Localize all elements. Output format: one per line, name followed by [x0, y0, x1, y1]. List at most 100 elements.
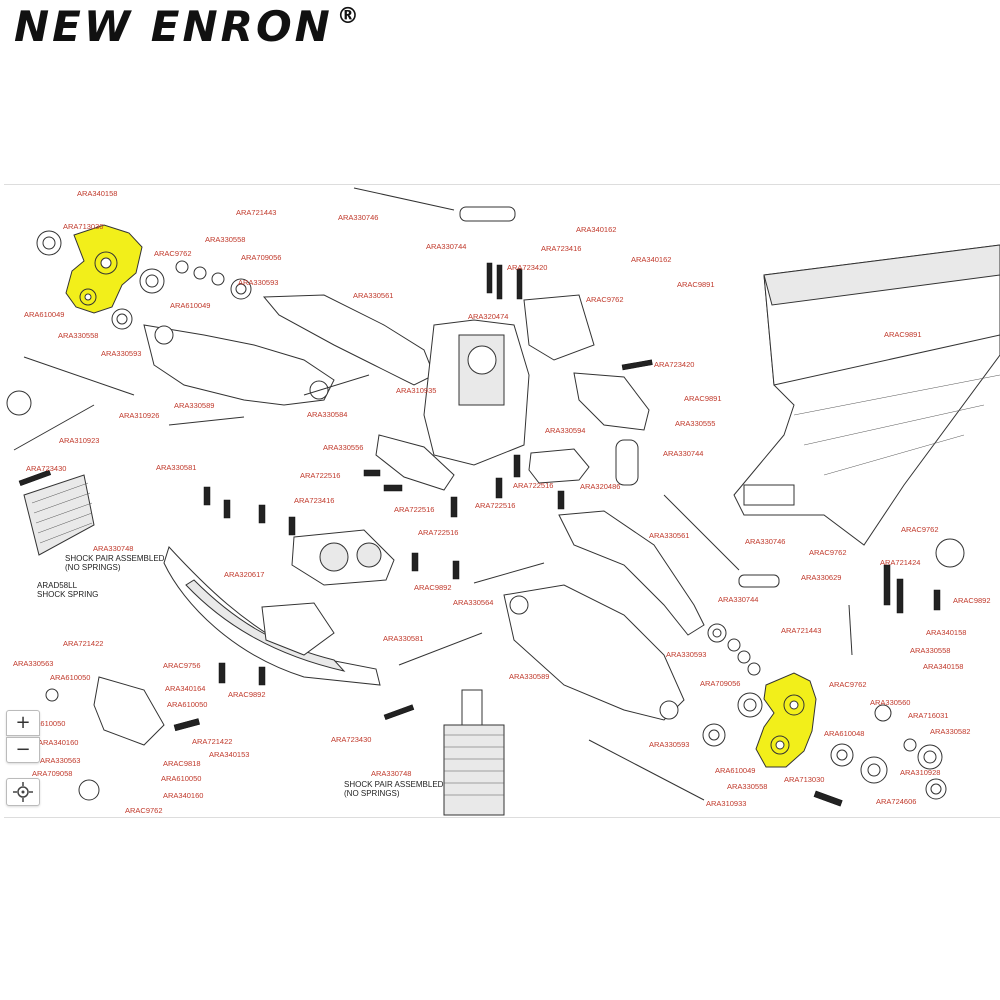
front-brace — [261, 602, 335, 656]
part-callout-label: ARA722516 — [300, 471, 340, 480]
part-callout-label: ARA340162 — [631, 255, 671, 264]
bearings-and-washers — [6, 230, 965, 801]
part-callout-label: ARAC9892 — [414, 583, 452, 592]
part-callout-label: ARAC9892 — [953, 596, 991, 605]
part-callout-label: ARA610049 — [715, 766, 755, 775]
suspension-arm-upper-left — [262, 294, 435, 386]
part-callout-label: ARA722516 — [418, 528, 458, 537]
hinge-pin-brace — [375, 434, 455, 491]
part-callout-label: ARA330589 — [509, 672, 549, 681]
assembly-note-line: SHOCK SPRING — [37, 590, 98, 599]
part-callout-label: ARA310928 — [900, 768, 940, 777]
brand-name: NEW ENRON — [14, 2, 333, 51]
hub-carrier-right-highlighted — [755, 672, 817, 768]
assembly-note-line: SHOCK PAIR ASSEMBLED — [344, 780, 444, 789]
part-callout-label: ARA330593 — [666, 650, 706, 659]
part-callout-label: ARA330558 — [58, 331, 98, 340]
part-callout-label: ARA330593 — [101, 349, 141, 358]
part-callout-label: ARA723416 — [541, 244, 581, 253]
part-callout-label: ARA610050 — [25, 719, 65, 728]
part-callout-label: ARAC9762 — [901, 525, 939, 534]
part-callout-label: ARA723420 — [654, 360, 694, 369]
part-callout-label: ARA722516 — [475, 501, 515, 510]
suspension-arm-lower-right — [503, 584, 685, 721]
steering-knuckle-left — [93, 676, 165, 746]
assembly-note-line: (NO SPRINGS) — [65, 563, 121, 572]
recenter-button[interactable] — [6, 778, 40, 806]
part-callout-label: ARA716031 — [908, 711, 948, 720]
suspension-arm-lower-left — [143, 324, 335, 406]
part-callout-label: ARA330746 — [338, 213, 378, 222]
part-callout-label: ARAC9762 — [154, 249, 192, 258]
part-callout-label: ARA330558 — [205, 235, 245, 244]
part-callout-label: ARA320474 — [468, 312, 508, 321]
part-callout-label: ARA330748 — [93, 544, 133, 553]
part-callout-label: ARA330744 — [426, 242, 466, 251]
shock-absorber-left — [23, 474, 95, 556]
part-callout-label: ARA310926 — [119, 411, 159, 420]
zoom-out-button[interactable]: − — [6, 737, 40, 763]
part-callout-label: ARA330744 — [663, 449, 703, 458]
part-callout-label: ARA330594 — [545, 426, 585, 435]
part-callout-label: ARA310923 — [59, 436, 99, 445]
part-callout-label: ARA330560 — [870, 698, 910, 707]
part-callout-label: ARAC9762 — [586, 295, 624, 304]
part-callout-label: ARA330581 — [156, 463, 196, 472]
part-callout-label: ARA723430 — [331, 735, 371, 744]
part-callout-label: ARA330555 — [675, 419, 715, 428]
part-callout-label: ARAC9762 — [809, 548, 847, 557]
part-callout-label: ARA724606 — [876, 797, 916, 806]
part-callout-label: ARA330564 — [453, 598, 493, 607]
part-callout-label: ARA330556 — [323, 443, 363, 452]
crosshair-icon — [13, 782, 33, 802]
part-callout-label: ARAC9891 — [884, 330, 922, 339]
part-callout-label: ARA330746 — [745, 537, 785, 546]
center-bulkhead — [423, 319, 530, 466]
part-callout-label: ARA709058 — [32, 769, 72, 778]
part-callout-label: ARAC9756 — [163, 661, 201, 670]
part-callout-label: ARA330744 — [718, 595, 758, 604]
zoom-in-button[interactable]: + — [6, 710, 40, 736]
part-callout-label: ARA330558 — [727, 782, 767, 791]
part-callout-label: ARA723416 — [294, 496, 334, 505]
part-callout-label: ARA610049 — [170, 301, 210, 310]
part-callout-label: ARA330561 — [649, 531, 689, 540]
part-callout-label: ARA330584 — [307, 410, 347, 419]
assembly-note-line: SHOCK PAIR ASSEMBLED — [65, 554, 165, 563]
part-callout-label: ARA340158 — [926, 628, 966, 637]
part-callout-label: ARA721422 — [63, 639, 103, 648]
diff-housing — [291, 529, 395, 586]
part-callout-label: ARAC9762 — [125, 806, 163, 815]
part-callout-label: ARA340160 — [163, 791, 203, 800]
part-callout-label: ARA310935 — [396, 386, 436, 395]
part-callout-label: ARAC9892 — [228, 690, 266, 699]
part-callout-label: ARA721424 — [880, 558, 920, 567]
diagram-canvas[interactable]: ARA340158ARA713030ARA330558ARA721443ARA3… — [4, 185, 1000, 817]
assembly-notes: SHOCK PAIR ASSEMBLED(NO SPRINGS)ARAD58LL… — [37, 554, 444, 798]
part-callout-label: ARA310933 — [706, 799, 746, 808]
chassis-plate — [733, 244, 1000, 546]
top-plate — [573, 372, 650, 431]
part-callout-label: ARA340158 — [923, 662, 963, 671]
part-callout-label: ARA610049 — [24, 310, 64, 319]
part-callout-label: ARA610050 — [167, 700, 207, 709]
skid-plate — [528, 448, 590, 484]
part-callout-label: ARA340164 — [165, 684, 205, 693]
part-callout-label: ARAC9891 — [677, 280, 715, 289]
brand-logo: NEW ENRON® — [14, 6, 362, 48]
part-callout-label: ARA340162 — [576, 225, 616, 234]
part-callout-label: ARA722516 — [394, 505, 434, 514]
gearbox-mount — [523, 294, 595, 361]
part-callout-label: ARA340158 — [77, 189, 117, 198]
assembly-note-line: ARAD58LL — [37, 581, 78, 590]
shock-absorber-center — [443, 689, 505, 816]
part-callout-label: ARA723420 — [507, 263, 547, 272]
part-callout-label: ARA340153 — [209, 750, 249, 759]
part-callout-label: ARA330561 — [353, 291, 393, 300]
part-callout-label: ARA330563 — [40, 756, 80, 765]
screws — [18, 262, 941, 807]
part-callout-label: ARAC9891 — [684, 394, 722, 403]
turnbuckles-and-pins — [13, 187, 853, 801]
part-callout-label: ARA709056 — [700, 679, 740, 688]
